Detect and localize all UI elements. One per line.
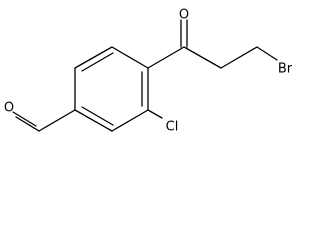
aldehyde-double-bond-a <box>15 116 40 132</box>
benzene-ring <box>74 46 149 132</box>
carbonyl-oxygen-label: O <box>179 8 189 23</box>
aldehyde-double-bond-b <box>12 111 37 127</box>
chemical-structure-svg: O O Br Cl <box>4 8 293 135</box>
ring-bond-top-right <box>111 46 149 69</box>
bromine-label: Br <box>278 62 293 77</box>
ring-bond-top-left-inner <box>81 52 114 72</box>
aldehyde-group <box>12 109 76 132</box>
aldehyde-oxygen-label: O <box>4 101 14 116</box>
ring-to-carbonyl-bond <box>147 46 185 69</box>
ring-to-aldehyde-bond <box>38 109 76 132</box>
ring-bond-top-left <box>74 46 113 69</box>
ch2-to-ch2-bond <box>220 46 258 69</box>
ring-bond-bottom-right <box>111 109 149 132</box>
ch2-to-bromine-bond <box>256 46 278 61</box>
ring-bond-bottom-left <box>74 109 113 132</box>
bromopropanoyl-chain <box>147 19 278 69</box>
ring-bond-bottom-left-inner <box>81 106 114 126</box>
carbonyl-to-ch2-bond <box>183 46 222 69</box>
chlorine-label: Cl <box>166 120 179 135</box>
structure-diagram: O O Br Cl <box>4 8 293 135</box>
ring-to-chlorine-bond <box>147 109 163 119</box>
